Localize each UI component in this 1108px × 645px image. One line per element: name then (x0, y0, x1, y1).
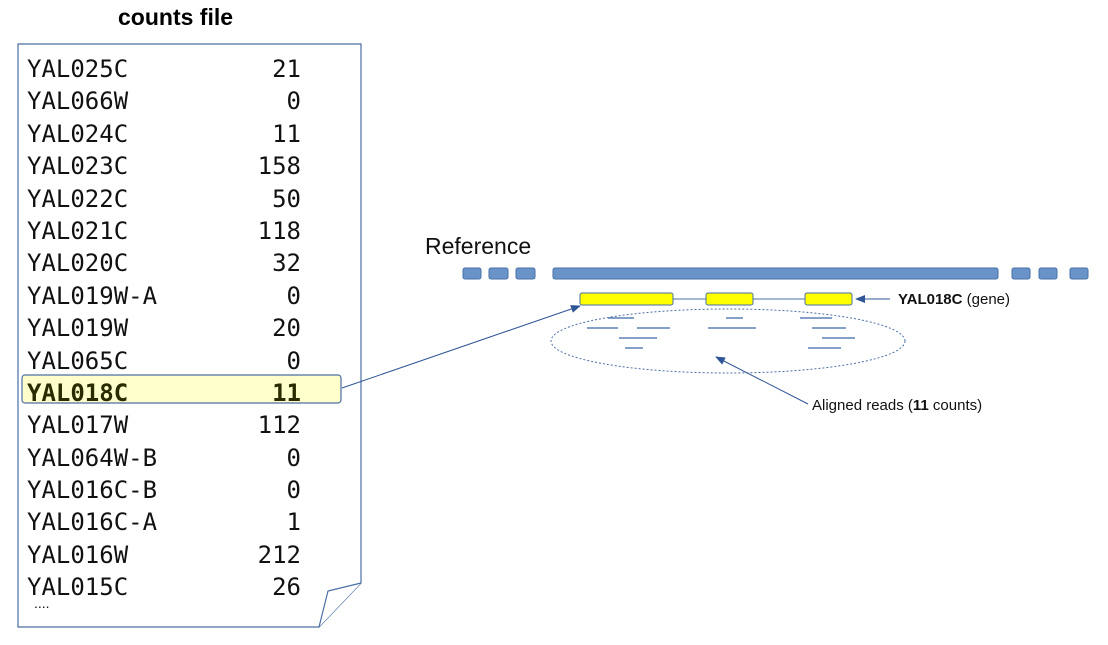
gene-count: 158 (257, 152, 301, 181)
gene-id: YAL064W-B (27, 443, 158, 472)
reads-annotation: Aligned reads (11 counts) (812, 397, 982, 414)
gene-id: YAL024C (27, 119, 129, 148)
count-row: YAL020C 32 (27, 247, 327, 279)
highlighted-row-box (21, 374, 342, 404)
gene-id: YAL021C (27, 216, 129, 245)
gene-count: 112 (257, 411, 301, 440)
reference-segment (1069, 267, 1089, 280)
count-row: YAL015C 26 (27, 571, 327, 603)
gene-id: YAL025C (27, 55, 129, 83)
gene-id: YAL016C-B (27, 476, 158, 505)
gene-id: YAL018C (27, 378, 129, 407)
gene-count: 32 (272, 249, 301, 278)
row-to-gene-arrow (341, 305, 581, 389)
reads-annotation-prefix: Aligned reads ( (812, 397, 913, 414)
gene-id: YAL019W-A (27, 281, 158, 310)
gene-id: YAL066W (27, 87, 129, 116)
count-row: YAL016W 212 (27, 539, 327, 571)
gene-annotation-suffix: (gene) (962, 291, 1011, 308)
count-row: YAL024C 11 (27, 118, 327, 150)
count-row: YAL065C 0 (27, 345, 327, 377)
gene-count: 11 (272, 119, 301, 148)
gene-model (579, 292, 853, 306)
gene-count: 0 (286, 476, 301, 505)
reads-label-arrow (715, 356, 809, 405)
gene-annotation: YAL018C (gene) (898, 291, 1010, 308)
count-row: YAL064W-B 0 (27, 442, 327, 474)
gene-id: YAL065C (27, 346, 129, 375)
reference-track (462, 267, 1089, 280)
gene-id: YAL016W (27, 540, 129, 569)
count-row: YAL016C-B 0 (27, 474, 327, 506)
gene-count: 50 (272, 184, 301, 213)
reads-annotation-count: 11 (912, 397, 929, 414)
count-row: YAL019W-A 0 (27, 280, 327, 312)
gene-id: YAL016C-A (27, 508, 158, 537)
gene-count: 0 (286, 346, 301, 375)
gene-id: YAL015C (27, 573, 129, 602)
count-row-highlighted: YAL018C 11 (27, 377, 327, 409)
count-row: YAL022C 50 (27, 183, 327, 215)
reference-segment (515, 267, 536, 280)
exon-box (705, 292, 754, 306)
page-fold-corner (318, 582, 362, 628)
gene-count: 21 (272, 55, 301, 83)
gene-id: YAL020C (27, 249, 129, 278)
exon-box (804, 292, 853, 306)
count-row: YAL019W 20 (27, 312, 327, 344)
gene-count: 0 (286, 87, 301, 116)
count-row: YAL023C 158 (27, 150, 327, 182)
reads-annotation-suffix: counts) (928, 397, 983, 414)
more-rows-ellipsis: .... (34, 595, 50, 611)
reads-ellipse (550, 308, 906, 374)
gene-count: 212 (257, 540, 301, 569)
reference-segment (1038, 267, 1058, 280)
gene-count: 118 (257, 216, 301, 245)
counts-file-title: counts file (118, 4, 234, 30)
reference-segment (462, 267, 482, 280)
reference-segment (1011, 267, 1031, 280)
count-row: YAL017W 112 (27, 409, 327, 441)
gene-annotation-name: YAL018C (898, 291, 963, 308)
gene-count: 0 (286, 281, 301, 310)
reference-segment (488, 267, 509, 280)
reference-main-segment (552, 267, 999, 280)
aligned-reads (587, 317, 855, 349)
count-row: YAL025C 21 (27, 53, 327, 85)
count-row: YAL066W 0 (27, 85, 327, 117)
exon-box (579, 292, 674, 306)
gene-id: YAL017W (27, 411, 129, 440)
count-row: YAL021C 118 (27, 215, 327, 247)
gene-count: 0 (286, 443, 301, 472)
gene-id: YAL023C (27, 152, 129, 181)
gene-id: YAL022C (27, 184, 129, 213)
gene-count: 11 (272, 378, 301, 407)
gene-count: 20 (272, 314, 301, 343)
gene-id: YAL019W (27, 314, 129, 343)
count-row: YAL016C-A 1 (27, 506, 327, 538)
gene-count: 26 (272, 573, 301, 602)
gene-count: 1 (286, 508, 301, 537)
reference-label: Reference (425, 233, 532, 259)
